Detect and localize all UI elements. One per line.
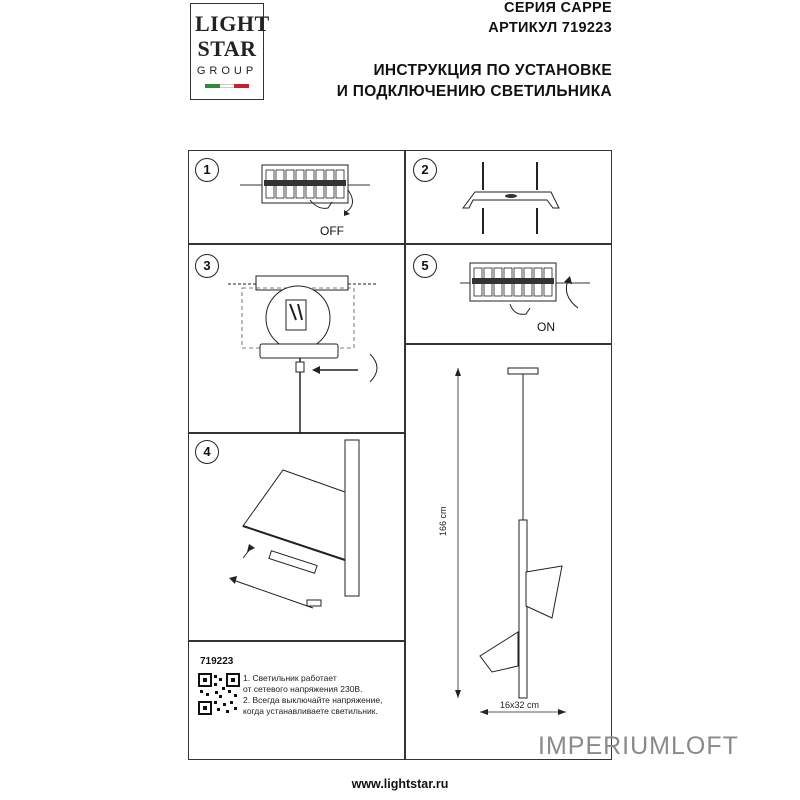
- height-dimension-label: 166 cm: [438, 506, 448, 536]
- series-title: СЕРИЯ CAPPE: [504, 0, 612, 16]
- product-code: 719223: [200, 656, 234, 667]
- step5-on-label: ON: [537, 320, 555, 334]
- grid-divider-vertical: [404, 150, 406, 760]
- grid-divider-row2-right: [405, 343, 612, 345]
- logo-frame: [190, 3, 264, 100]
- instruction-title-line1: ИНСТРУКЦИЯ ПО УСТАНОВКЕ: [373, 62, 612, 79]
- width-dimension-label: 16x32 cm: [500, 700, 540, 710]
- step-number-2: 2: [413, 158, 437, 182]
- installation-notes: 1. Светильник работает от сетевого напря…: [243, 673, 403, 717]
- note1-line1: 1. Светильник работает: [243, 673, 337, 683]
- mounting-bracket-icon: [462, 162, 560, 234]
- grid-divider-row2-left: [188, 432, 405, 434]
- logo-word-light: LIGHT: [195, 11, 270, 36]
- canopy-wiring-diagram: [228, 275, 378, 433]
- logo-word-group: GROUP: [196, 65, 258, 77]
- note1-line2: от сетевого напряжения 230В.: [243, 684, 363, 694]
- breaker-panel-off-icon: [240, 164, 370, 216]
- watermark: IMPERIUMLOFT: [538, 732, 739, 760]
- breaker-panel-on-icon: [460, 262, 590, 315]
- shade-assembly-diagram: [229, 439, 360, 609]
- grid-divider-row3-left: [188, 640, 405, 642]
- step-number-3: 3: [195, 254, 219, 278]
- pendant-lamp-dimension-drawing: [455, 367, 566, 715]
- step-number-4: 4: [195, 440, 219, 464]
- website-link[interactable]: www.lightstar.ru: [351, 777, 449, 791]
- logo-word-star: STAR: [197, 36, 257, 61]
- note2-line2: когда устанавливаете светильник.: [243, 706, 378, 716]
- step-number-5: 5: [413, 254, 437, 278]
- step1-off-label: OFF: [320, 224, 344, 238]
- instruction-grid: [188, 150, 612, 760]
- qr-code-icon: [198, 673, 240, 715]
- italian-flag-icon: [205, 84, 250, 88]
- instruction-title-line2: И ПОДКЛЮЧЕНИЮ СВЕТИЛЬНИКА: [336, 83, 612, 100]
- step-number-1: 1: [195, 158, 219, 182]
- grid-divider-row1: [188, 243, 612, 245]
- article-number: АРТИКУЛ 719223: [488, 20, 612, 36]
- note2-line1: 2. Всегда выключайте напряжение,: [243, 695, 383, 705]
